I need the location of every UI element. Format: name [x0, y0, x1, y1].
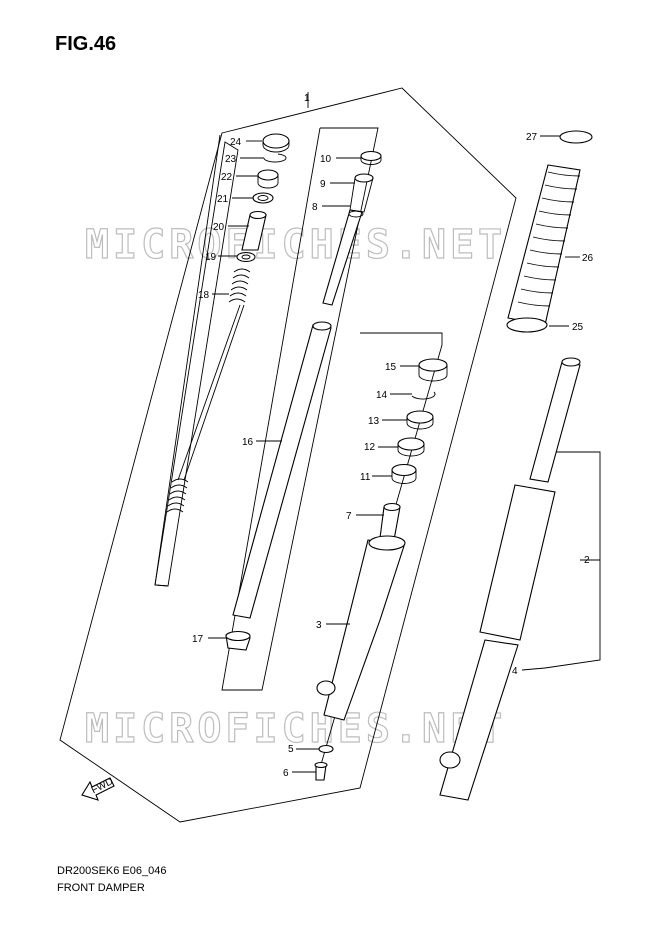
callout-18[interactable]: 18 [198, 290, 210, 301]
part-2-inner-tube-top [561, 357, 581, 367]
watermark-top: MICROFICHES.NET [85, 222, 506, 268]
part-9-piston[interactable] [354, 173, 374, 183]
figure-title: FIG.46 [55, 33, 117, 55]
part-20-spacer-top [249, 210, 267, 220]
diagram-code: DR200SEK6 E06_046 [57, 865, 167, 877]
callout-13[interactable]: 13 [368, 416, 380, 427]
callout-25[interactable]: 25 [572, 322, 584, 333]
part-21-washer-hole [257, 195, 269, 201]
part-22-bolt-side [257, 175, 279, 189]
part-21-washer[interactable] [252, 192, 274, 204]
callout-23[interactable]: 23 [225, 154, 237, 165]
callout-11[interactable]: 11 [360, 472, 371, 483]
fwd-label: FWD [90, 776, 115, 796]
part-18-spring[interactable] [166, 268, 251, 513]
callout-3[interactable]: 3 [316, 620, 322, 631]
callout-24[interactable]: 24 [230, 137, 242, 148]
part-7-cylinder[interactable] [379, 506, 401, 541]
part-13-washer-side [406, 417, 434, 430]
part-3-axle-boss [316, 680, 336, 696]
callout-7[interactable]: 7 [346, 511, 352, 522]
fwd-arrow-icon: FWD [81, 776, 115, 801]
part-15-oil-seal[interactable] [418, 358, 448, 372]
part-23-circlip[interactable] [263, 153, 287, 163]
callout-19[interactable]: 19 [205, 252, 217, 263]
part-24-cap-side [262, 141, 290, 153]
callout-14[interactable]: 14 [376, 390, 388, 401]
part-12-bushing-side [397, 444, 425, 457]
part-3-outer-tube-top [368, 535, 406, 551]
inner-tube-frame [221, 127, 379, 691]
callout-27[interactable]: 27 [526, 132, 538, 143]
damper-rod-frame-edge [154, 141, 239, 587]
part-27-clamp[interactable] [559, 130, 593, 144]
part-2-boot [479, 484, 556, 641]
part-22-bolt[interactable] [257, 169, 279, 181]
callout-10[interactable]: 10 [320, 154, 332, 165]
assembly-outline-1 [59, 87, 517, 823]
leader-lines [208, 135, 600, 773]
part-14-circlip[interactable] [411, 391, 436, 400]
part-24-cap[interactable] [262, 133, 290, 149]
part-10-ring[interactable] [360, 150, 382, 162]
callout-20[interactable]: 20 [213, 222, 225, 233]
part-16-inner-tube[interactable] [232, 324, 332, 619]
part-13-washer[interactable] [406, 410, 434, 424]
callout-1[interactable]: 1 [304, 93, 310, 104]
callout-6[interactable]: 6 [283, 768, 289, 779]
part-15-oil-seal-side [418, 365, 448, 382]
callout-4[interactable]: 4 [512, 666, 518, 677]
callout-15[interactable]: 15 [385, 362, 397, 373]
part-19-washer-hole [241, 254, 251, 260]
part-17-bushing-top [225, 630, 251, 642]
part-2-inner-tube [529, 361, 581, 483]
callout-2[interactable]: 2 [584, 555, 590, 566]
part-16-inner-tube-top [312, 321, 332, 331]
part-12-bushing[interactable] [397, 437, 425, 451]
part-7-cylinder-top [383, 502, 401, 512]
callout-21[interactable]: 21 [217, 194, 229, 205]
callout-16[interactable]: 16 [242, 437, 254, 448]
part-6-bolt-head [314, 761, 328, 769]
diagram-caption: FRONT DAMPER [57, 882, 145, 894]
part-10-ring-side [360, 156, 382, 165]
part-11-bushing[interactable] [391, 463, 417, 477]
part-3-outer-tube[interactable] [323, 539, 405, 721]
callout-26[interactable]: 26 [582, 253, 594, 264]
part-26-boot[interactable] [507, 164, 581, 326]
part-4-axle-boss [439, 751, 461, 769]
part-25-clamp[interactable] [506, 317, 548, 333]
part-5-gasket[interactable] [318, 744, 334, 754]
bracket-2-4 [544, 451, 601, 669]
callout-8[interactable]: 8 [312, 202, 318, 213]
callout-5[interactable]: 5 [288, 744, 294, 755]
callout-12[interactable]: 12 [364, 442, 376, 453]
callout-22[interactable]: 22 [221, 172, 233, 183]
part-8-rod-ring [348, 210, 364, 218]
callout-17[interactable]: 17 [192, 634, 204, 645]
callout-9[interactable]: 9 [320, 179, 326, 190]
part-11-bushing-side [391, 470, 417, 484]
part-19-washer[interactable] [236, 251, 256, 263]
watermark-bottom: MICROFICHES.NET [85, 706, 506, 752]
damper-rod-frame [154, 134, 221, 587]
